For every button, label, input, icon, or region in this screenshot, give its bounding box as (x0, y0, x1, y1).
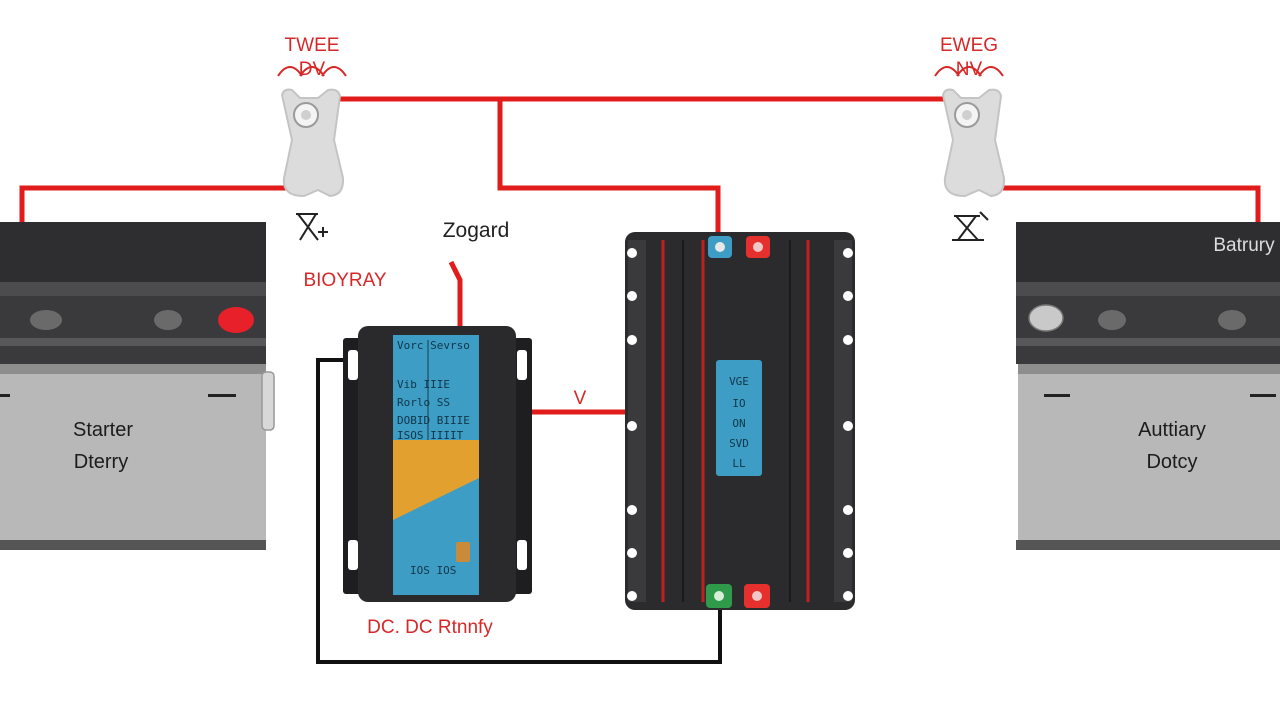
wire-zogard-to-charger (448, 260, 463, 330)
terminal-top-red-dot (753, 242, 763, 252)
charger-row-5: ISOS IIIIT (397, 429, 464, 442)
mount-slot (517, 540, 527, 570)
charger-row-1: Vorc Sevrso (397, 339, 470, 352)
fuse-right-label-bottom: NV (956, 59, 983, 80)
terminal-cap (154, 310, 182, 330)
fuse-holder-left: TWEE DV (277, 35, 347, 198)
mount-hole (627, 548, 637, 558)
mount-slot (348, 350, 358, 380)
controller-screen-line-4: SVD (729, 437, 749, 450)
controller-screen-line-3: ON (732, 417, 745, 430)
ground-symbol-left (296, 213, 328, 241)
mount-hole (627, 335, 637, 345)
charger-row-3: Rorlo SS (397, 396, 450, 409)
auxiliary-battery: Batrury Auttiary Dotcy (1016, 222, 1280, 550)
battery-lid-groove (0, 338, 266, 346)
battery-marker (1250, 394, 1276, 397)
controller-screen-line-1: VGE (729, 375, 749, 388)
mount-hole (843, 591, 853, 601)
fuse-left-label-top: TWEE (285, 35, 340, 56)
battery-base (0, 540, 266, 550)
ground-symbol-icon (952, 211, 989, 241)
mount-hole (843, 421, 853, 431)
mount-hole (843, 548, 853, 558)
battery-lid-top (1016, 222, 1280, 284)
battery-lid-rim (0, 282, 266, 296)
charger-footer: IOS IOS (410, 564, 456, 577)
charger-row-4: DOBID BIIIE (397, 414, 470, 427)
mount-hole (843, 505, 853, 515)
controller-screen (716, 360, 762, 476)
dc-dc-charger: Vorc Sevrso Vib IIIE Rorlo SS DOBID BIII… (343, 326, 532, 602)
terminal-cap (1098, 310, 1126, 330)
fuse-bolt-center (962, 110, 972, 120)
aux-battery-line1: Auttiary (1138, 419, 1206, 441)
dc-dc-label: DC. DC Rtnnfy (367, 617, 493, 638)
zogard-label: Zogard (443, 219, 510, 242)
fuse-arc-icon (934, 66, 1004, 77)
terminal-cap (1218, 310, 1246, 330)
terminal-top-blue-dot (715, 242, 725, 252)
ground-symbol-icon (296, 213, 328, 241)
controller-screen-line-2: IO (732, 397, 745, 410)
battery-body (0, 360, 266, 550)
fuse-holder-right: EWEG NV (934, 35, 1006, 198)
mount-hole (627, 591, 637, 601)
starter-battery: Starter Dterry (0, 222, 275, 550)
fuse-left-label-bottom: DV (299, 59, 326, 80)
battery-lid-rim (1016, 282, 1280, 296)
aux-battery-line2: Dotcy (1146, 451, 1197, 473)
battery-controller: VGE IO ON SVD LL (625, 232, 855, 610)
charger-indicator (456, 542, 470, 562)
mount-slot (517, 350, 527, 380)
terminal-bottom-red-dot (752, 591, 762, 601)
mount-hole (627, 248, 637, 258)
starter-battery-line1: Starter (73, 419, 133, 441)
mount-hole (843, 335, 853, 345)
fuse-right-label-top: EWEG (940, 35, 998, 56)
mount-hole (843, 248, 853, 258)
controller-screen-line-5: LL (732, 457, 746, 470)
mount-hole (843, 291, 853, 301)
battery-marker (208, 394, 236, 397)
wire-left-battery-to-fuse (19, 185, 300, 222)
wire-ground-loop (316, 358, 722, 664)
wire-right-fuse-to-battery (1000, 185, 1261, 222)
terminal-negative (30, 310, 62, 330)
positive-wires (19, 96, 1261, 415)
battery-body (1018, 360, 1280, 550)
battery-handle (261, 371, 275, 431)
wire-branch-to-controller (497, 99, 721, 233)
fuse-arc-icon (277, 66, 347, 77)
terminal-bottom-green-dot (714, 591, 724, 601)
mount-hole (627, 421, 637, 431)
charger-side-right (512, 338, 532, 594)
biovray-label: BIOYRAY (303, 270, 386, 291)
battery-base (1016, 540, 1280, 550)
starter-battery-line2: Dterry (74, 451, 128, 473)
fuse-bolt-center (301, 110, 311, 120)
ground-symbol-right (952, 211, 989, 241)
charger-panel-orange (393, 440, 479, 520)
battery-marker (0, 394, 10, 397)
aux-battery-tag: Batrury (1213, 235, 1275, 256)
terminal-negative (1028, 304, 1064, 332)
mount-hole (627, 291, 637, 301)
negative-wires (316, 358, 722, 664)
charger-row-2: Vib IIIE (397, 378, 450, 391)
terminal-positive (218, 307, 254, 333)
battery-marker (1044, 394, 1070, 397)
battery-lid-groove (1016, 338, 1280, 346)
v-label: V (574, 388, 587, 409)
mount-slot (348, 540, 358, 570)
battery-lid-top (0, 222, 266, 284)
mount-hole (627, 505, 637, 515)
